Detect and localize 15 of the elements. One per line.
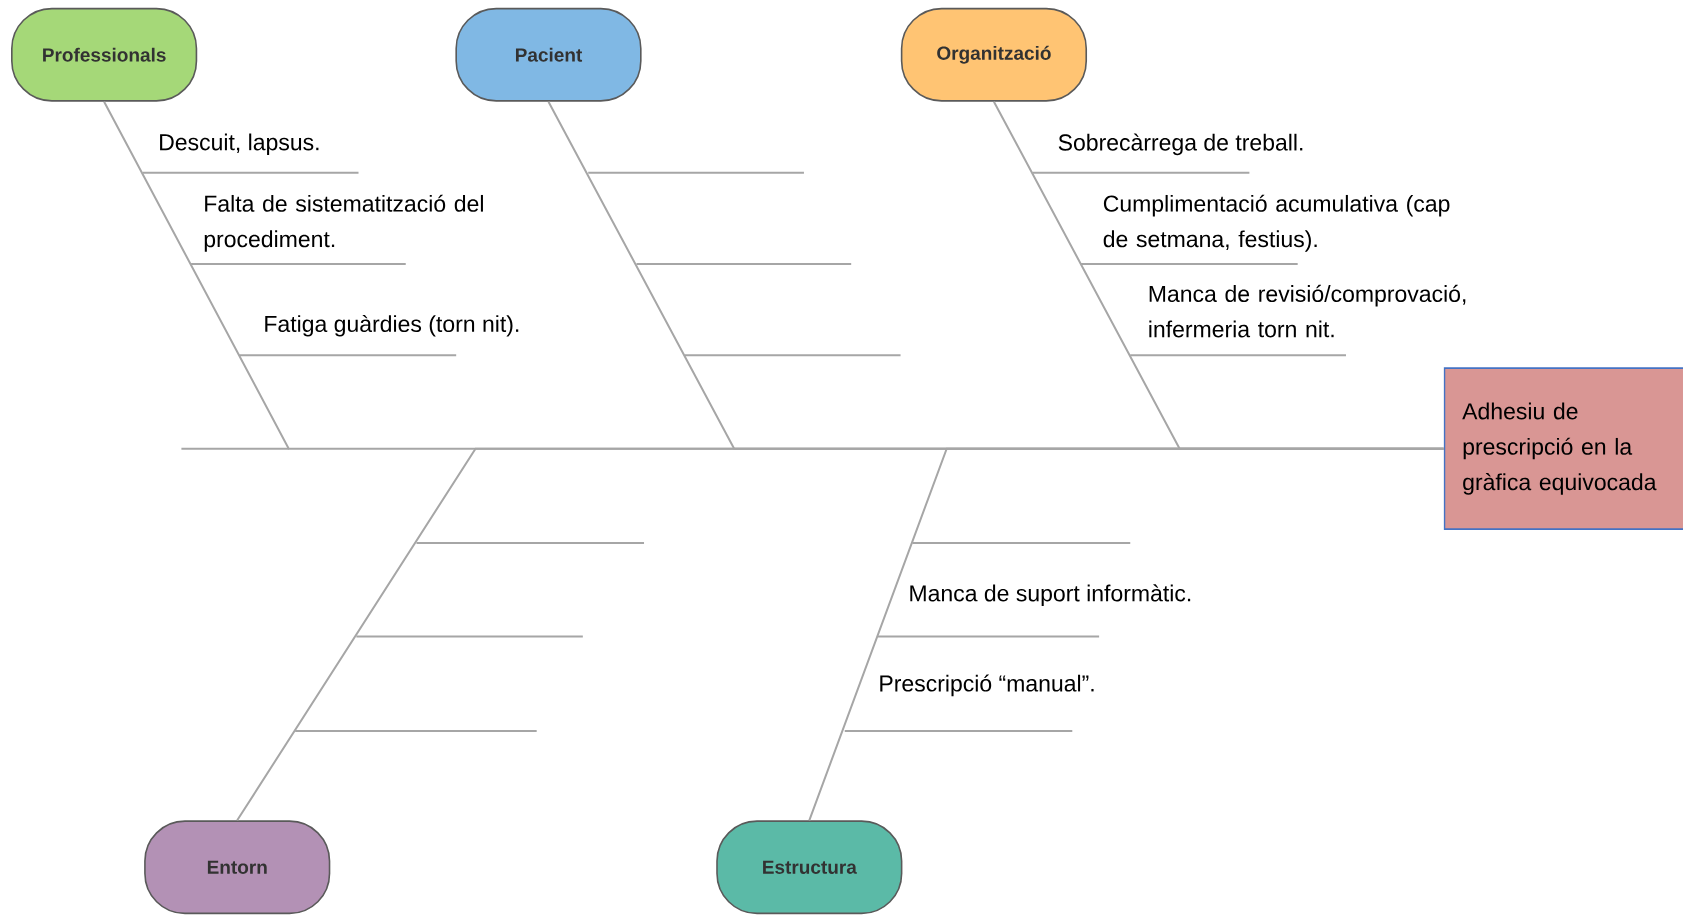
effect-box: Adhesiu de prescripció en la gràfica equivocada [1443, 367, 1683, 531]
category-box: Estructura [716, 820, 903, 915]
cause-label: Fatiga guàrdies (torn nit). [265, 315, 519, 337]
cause-label: Cumplimentació acumulativa (cap de setmana, festius). [1103, 194, 1450, 252]
category-box: Professionals [11, 7, 198, 102]
bone-line [808, 447, 1445, 822]
cause-label: Prescripció “manual”. [880, 674, 1094, 697]
category-box: Organització [900, 7, 1088, 102]
cause-label: Descuit, lapsus. [160, 133, 319, 156]
category-box: Pacient [455, 7, 642, 102]
category-box: Entorn [144, 820, 331, 915]
cause-label: Manca de revisió/comprovació, infermeria torn nit. [1149, 285, 1466, 338]
cause-label: Manca de suport informàtic. [910, 584, 1191, 607]
cause-label: Sobrecàrrega de treball. [1058, 133, 1303, 156]
cause-label: Falta de sistematització del procediment. [204, 194, 483, 252]
